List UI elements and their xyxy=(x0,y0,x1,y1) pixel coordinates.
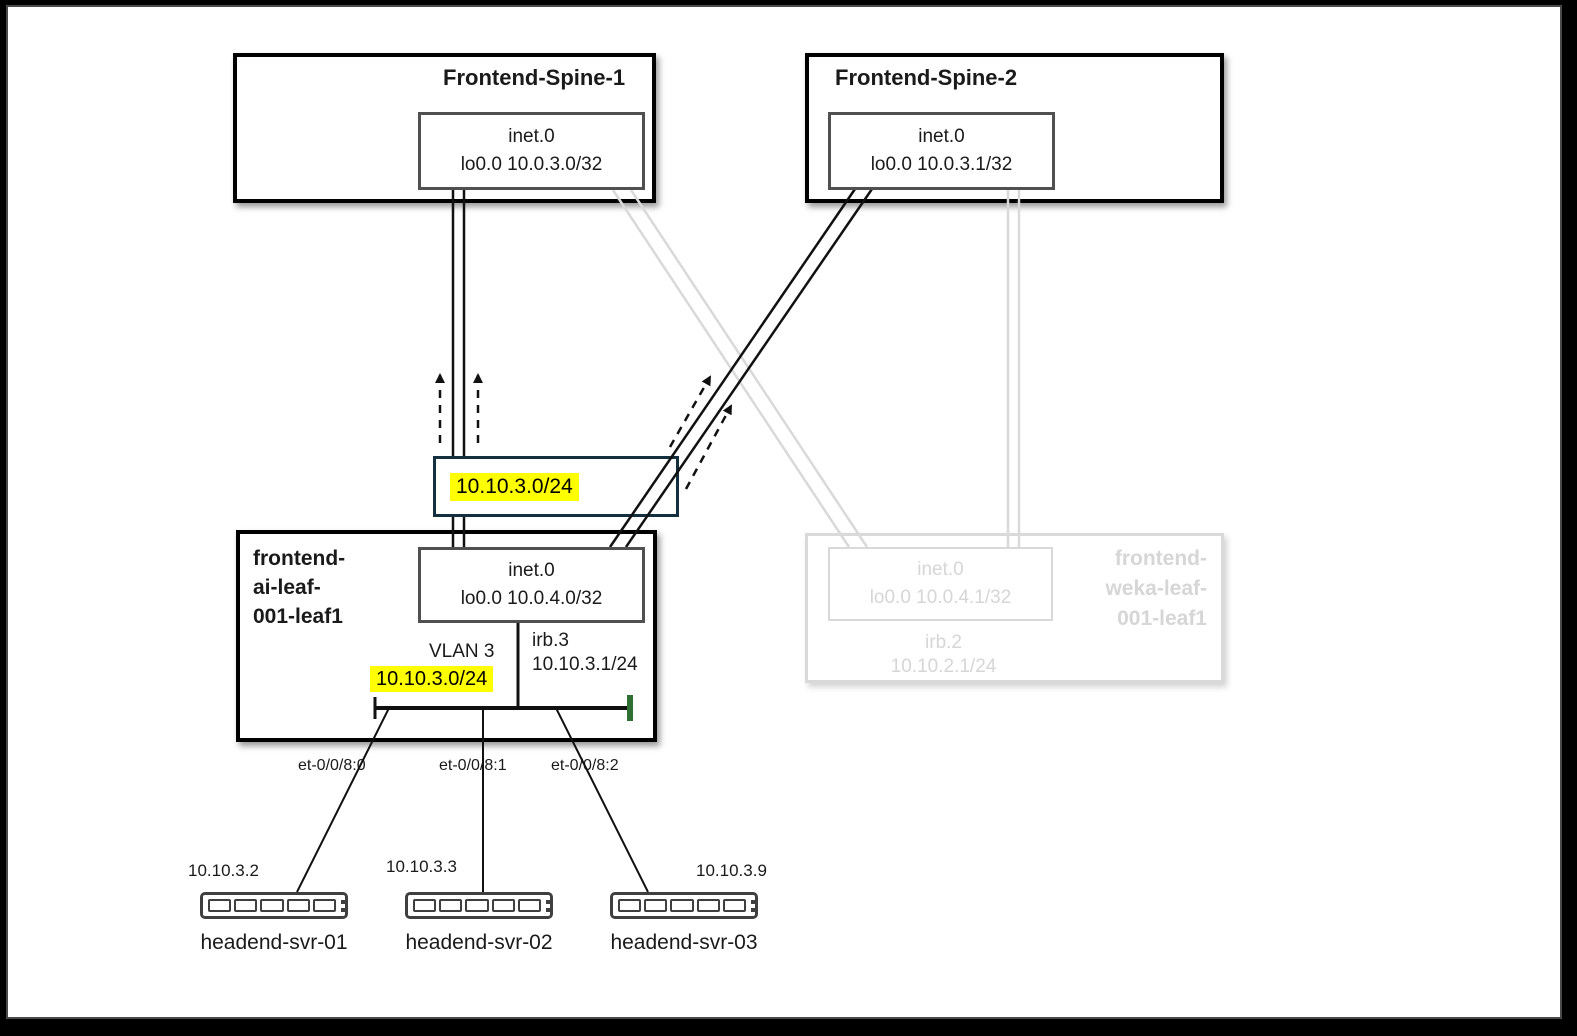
server3-icon xyxy=(610,892,758,919)
leaf1-table-name: inet.0 xyxy=(508,560,555,581)
leaf1-routing-table: inet.0 lo0.0 10.0.4.0/32 xyxy=(418,547,645,623)
spine1-loopback: lo0.0 10.0.3.0/32 xyxy=(460,154,603,175)
spine2-loopback: lo0.0 10.0.3.1/32 xyxy=(870,154,1013,175)
weka-leaf-routing-table: inet.0 lo0.0 10.0.4.1/32 xyxy=(828,547,1053,621)
spine2-routing-table: inet.0 lo0.0 10.0.3.1/32 xyxy=(828,112,1055,190)
leaf1-irb-name: irb.3 xyxy=(532,630,569,651)
advertise-arrow-spine2-a xyxy=(668,375,712,448)
weka-leaf-table-name: inet.0 xyxy=(917,559,964,580)
server1-icon xyxy=(200,892,348,919)
server1-name: headend-svr-01 xyxy=(200,931,348,954)
interface-label-et2: et-0/0/8:2 xyxy=(551,757,619,774)
spine1-table-name: inet.0 xyxy=(508,126,555,147)
server1-ip: 10.10.3.2 xyxy=(188,861,259,880)
server3-ip: 10.10.3.9 xyxy=(696,861,767,880)
leaf1-title: frontend- ai-leaf- 001-leaf1 xyxy=(253,547,346,628)
route-prefix-highlight: 10.10.3.0/24 xyxy=(450,472,579,501)
server2-name: headend-svr-02 xyxy=(405,931,553,954)
spine2-title: Frontend-Spine-2 xyxy=(835,65,1018,90)
advertise-arrow-spine2-b xyxy=(684,404,733,490)
weka-leaf-loopback: lo0.0 10.0.4.1/32 xyxy=(869,587,1012,608)
weka-leaf-title: frontend- weka-leaf- 001-leaf1 xyxy=(1105,547,1207,630)
server2-icon xyxy=(405,892,553,919)
leaf1-loopback: lo0.0 10.0.4.0/32 xyxy=(460,588,603,609)
leaf1-irb-ip: 10.10.3.1/24 xyxy=(532,654,638,675)
leaf1-vlan-label: VLAN 3 xyxy=(429,641,495,662)
interface-label-et1: et-0/0/8:1 xyxy=(439,757,507,774)
spine2-table-name: inet.0 xyxy=(918,126,965,147)
server3-name: headend-svr-03 xyxy=(610,931,758,954)
weka-leaf-irb-ip: 10.10.2.1/24 xyxy=(890,656,997,677)
server2-ip: 10.10.3.3 xyxy=(386,857,457,876)
route-advertisement-box: 10.10.3.0/24 xyxy=(433,456,679,517)
leaf1-vlan-subnet-highlight: 10.10.3.0/24 xyxy=(370,666,494,692)
spine1-routing-table: inet.0 lo0.0 10.0.3.0/32 xyxy=(418,112,645,190)
spine1-title: Frontend-Spine-1 xyxy=(443,65,626,90)
weka-leaf-irb-name: irb.2 xyxy=(925,632,962,653)
interface-label-et0: et-0/0/8:0 xyxy=(298,757,366,774)
